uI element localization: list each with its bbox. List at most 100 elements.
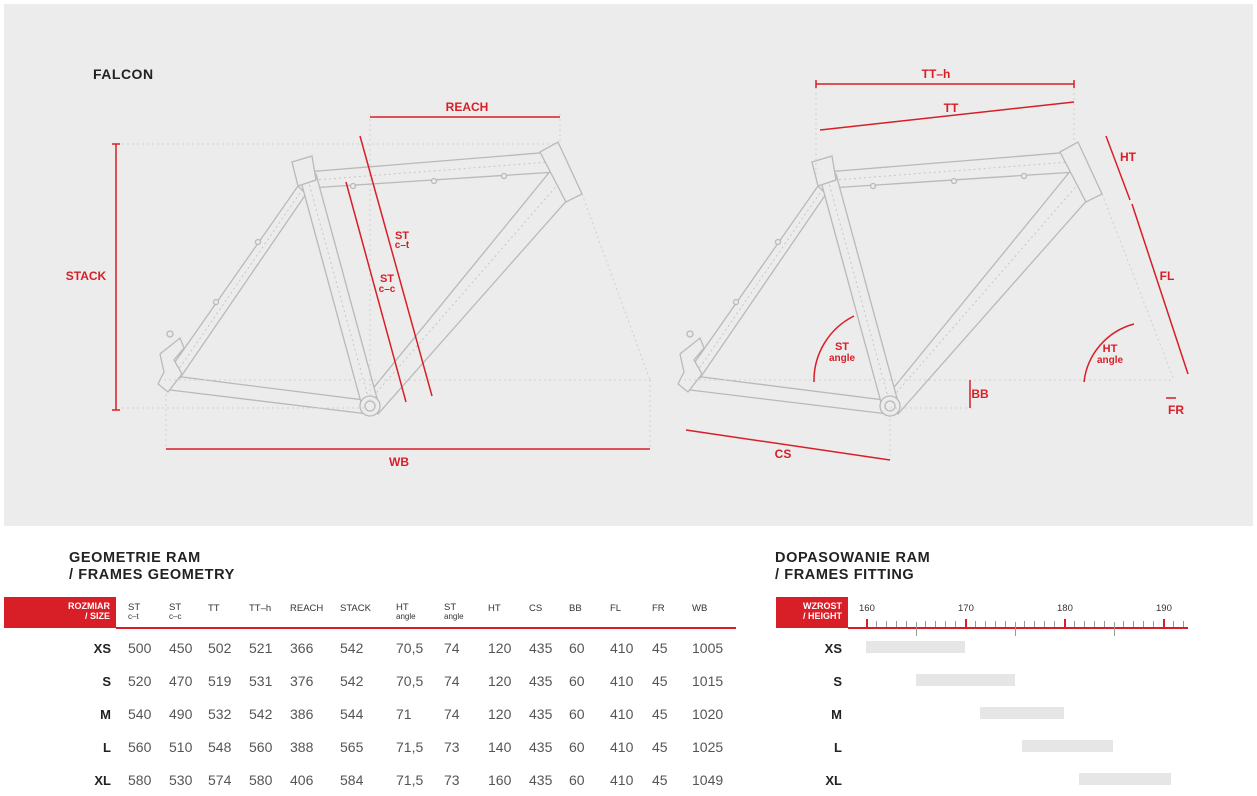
height-range-bar — [1078, 773, 1171, 785]
table-cell: 71,5 — [396, 772, 424, 788]
table-cell: 565 — [340, 739, 364, 755]
geometry-column-header: REACH — [290, 603, 324, 614]
table-cell: 1020 — [692, 706, 724, 722]
table-cell: 435 — [529, 739, 553, 755]
fl-label: FL — [1160, 269, 1175, 283]
table-cell: 60 — [569, 673, 585, 689]
st-angle-label: ST — [835, 341, 849, 353]
axis-tick — [1044, 621, 1046, 627]
axis-tick-label: 180 — [1057, 603, 1073, 614]
geometry-column-header: CS — [529, 603, 543, 614]
axis-tick — [1182, 621, 1184, 627]
right-frame-drawing: TT–h TT HT FL FR BB CS ST angle HT angle — [677, 67, 1189, 461]
frame-drawings: .tube { fill:#ececec; stroke:#b9b9b9; st… — [66, 67, 1189, 469]
table-cell: 73 — [444, 772, 460, 788]
model-name: FALCON — [93, 66, 154, 82]
table-cell: 435 — [529, 640, 553, 656]
height-range-bar — [1022, 740, 1114, 752]
axis-tick — [1004, 621, 1006, 627]
table-cell: 1005 — [692, 640, 724, 656]
ht-angle-label: HT — [1103, 343, 1118, 355]
table-cell: 74 — [444, 640, 460, 656]
table-cell: 406 — [290, 772, 314, 788]
axis-tick — [866, 619, 868, 627]
axis-tick — [1024, 621, 1026, 627]
fitting-title: DOPASOWANIE RAM / FRAMES FITTING — [775, 550, 931, 583]
table-cell: 1015 — [692, 673, 724, 689]
tt-h-label: TT–h — [922, 67, 951, 81]
size-cell: XS — [93, 641, 111, 656]
table-cell: 574 — [208, 772, 232, 788]
table-cell: 74 — [444, 673, 460, 689]
table-cell: 542 — [340, 640, 364, 656]
fitting-axis-line — [848, 627, 1188, 629]
size-cell: M — [100, 707, 111, 722]
ht-label: HT — [1120, 150, 1137, 164]
axis-tick — [1143, 621, 1145, 627]
axis-tick-label: 190 — [1156, 603, 1172, 614]
axis-tick — [974, 621, 976, 627]
axis-tick — [945, 621, 947, 627]
table-cell: 60 — [569, 706, 585, 722]
size-cell: L — [103, 740, 111, 755]
table-cell: 71 — [396, 706, 412, 722]
table-cell: 510 — [169, 739, 193, 755]
height-range-bar — [979, 707, 1064, 719]
table-cell: 70,5 — [396, 640, 424, 656]
table-cell: 410 — [610, 772, 634, 788]
st-cc-label: ST — [380, 273, 394, 285]
geometry-column-header: TT–h — [249, 603, 272, 614]
geometry-column-header: WB — [692, 603, 708, 614]
table-cell: 1025 — [692, 739, 724, 755]
table-cell: 45 — [652, 640, 668, 656]
geometry-column-header: STACK — [340, 603, 371, 614]
table-cell: 435 — [529, 706, 553, 722]
table-cell: 542 — [340, 673, 364, 689]
table-cell: 71,5 — [396, 739, 424, 755]
ht-angle-sub-label: angle — [1097, 355, 1124, 366]
size-cell: S — [102, 674, 111, 689]
fitting-size-label: XL — [825, 773, 842, 788]
frame-geometry-diagram: FALCON .tube { fill:#ececec; stroke:#b9b… — [4, 4, 1253, 526]
axis-tick — [1172, 621, 1174, 627]
table-cell: 410 — [610, 706, 634, 722]
axis-tick — [1073, 621, 1075, 627]
axis-tick — [955, 621, 957, 627]
table-cell: 410 — [610, 673, 634, 689]
axis-tick — [1014, 622, 1016, 636]
axis-tick — [1103, 621, 1105, 627]
table-cell: 530 — [169, 772, 193, 788]
table-cell: 410 — [610, 739, 634, 755]
table-cell: 502 — [208, 640, 232, 656]
geometry-header-underline — [116, 627, 736, 629]
table-cell: 450 — [169, 640, 193, 656]
bb-label: BB — [971, 387, 989, 401]
axis-tick — [885, 621, 887, 627]
cs-label: CS — [775, 447, 792, 461]
table-cell: 60 — [569, 772, 585, 788]
table-cell: 584 — [340, 772, 364, 788]
table-cell: 531 — [249, 673, 273, 689]
table-cell: 532 — [208, 706, 232, 722]
table-cell: 120 — [488, 673, 512, 689]
table-cell: 521 — [249, 640, 273, 656]
wb-label: WB — [389, 455, 409, 469]
axis-tick — [1153, 621, 1155, 627]
size-cell: XL — [94, 773, 111, 788]
tt-label: TT — [944, 101, 959, 115]
fitting-size-label: S — [833, 674, 842, 689]
geometry-column-header: HT — [488, 603, 501, 614]
table-cell: 45 — [652, 706, 668, 722]
table-cell: 560 — [128, 739, 152, 755]
table-cell: 490 — [169, 706, 193, 722]
axis-tick — [1064, 619, 1066, 627]
height-range-bar — [866, 641, 965, 653]
table-cell: 45 — [652, 673, 668, 689]
table-cell: 470 — [169, 673, 193, 689]
st-cc-sub-label: c–c — [379, 284, 396, 295]
st-angle-sub-label: angle — [829, 353, 856, 364]
fitting-size-label: M — [831, 707, 842, 722]
